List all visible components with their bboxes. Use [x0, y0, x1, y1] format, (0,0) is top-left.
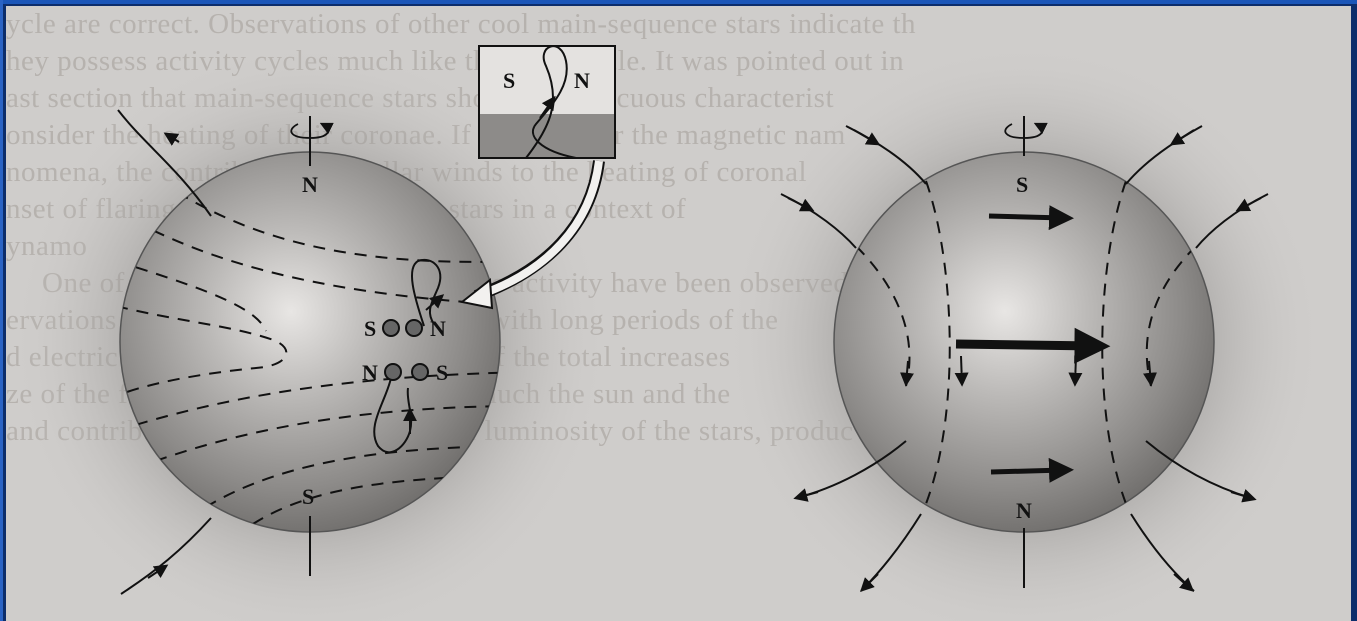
left-pole-bottom-label: S [302, 484, 314, 509]
rotation-flow-arrow-upper-icon [989, 216, 1064, 218]
diagram-canvas: N S S N N S [6, 6, 1351, 621]
spot-label-s-lower: S [436, 360, 448, 385]
right-star-figure: S N [724, 42, 1324, 621]
sunspot-n-upper [406, 320, 422, 336]
rotation-flow-arrow-equator-icon [956, 344, 1096, 346]
left-star-sphere [120, 152, 500, 532]
sunspot-n-lower [385, 364, 401, 380]
right-field-arrow-icon [1075, 356, 1076, 384]
right-field-arrow-icon [961, 356, 962, 384]
rotation-flow-arrow-lower-icon [991, 470, 1064, 472]
sunspot-s-lower [412, 364, 428, 380]
spot-label-n-upper: N [430, 316, 446, 341]
right-pole-bottom-label: N [1016, 498, 1032, 523]
inset-label-s: S [503, 68, 515, 93]
left-pole-top-label: N [302, 172, 318, 197]
inset-zoom-panel: S N [479, 46, 615, 158]
slide-frame-top [0, 0, 1357, 4]
inset-photosphere [480, 114, 614, 157]
spot-label-s-upper: S [364, 316, 376, 341]
scanned-page: ycle are correct. Observations of other … [6, 6, 1351, 621]
left-star-figure: N S S N N S [10, 42, 615, 621]
sunspot-s-upper [383, 320, 399, 336]
inset-label-n: N [574, 68, 590, 93]
spot-label-n-lower: N [362, 360, 378, 385]
slide-frame-left [0, 0, 3, 621]
right-pole-top-label: S [1016, 172, 1028, 197]
